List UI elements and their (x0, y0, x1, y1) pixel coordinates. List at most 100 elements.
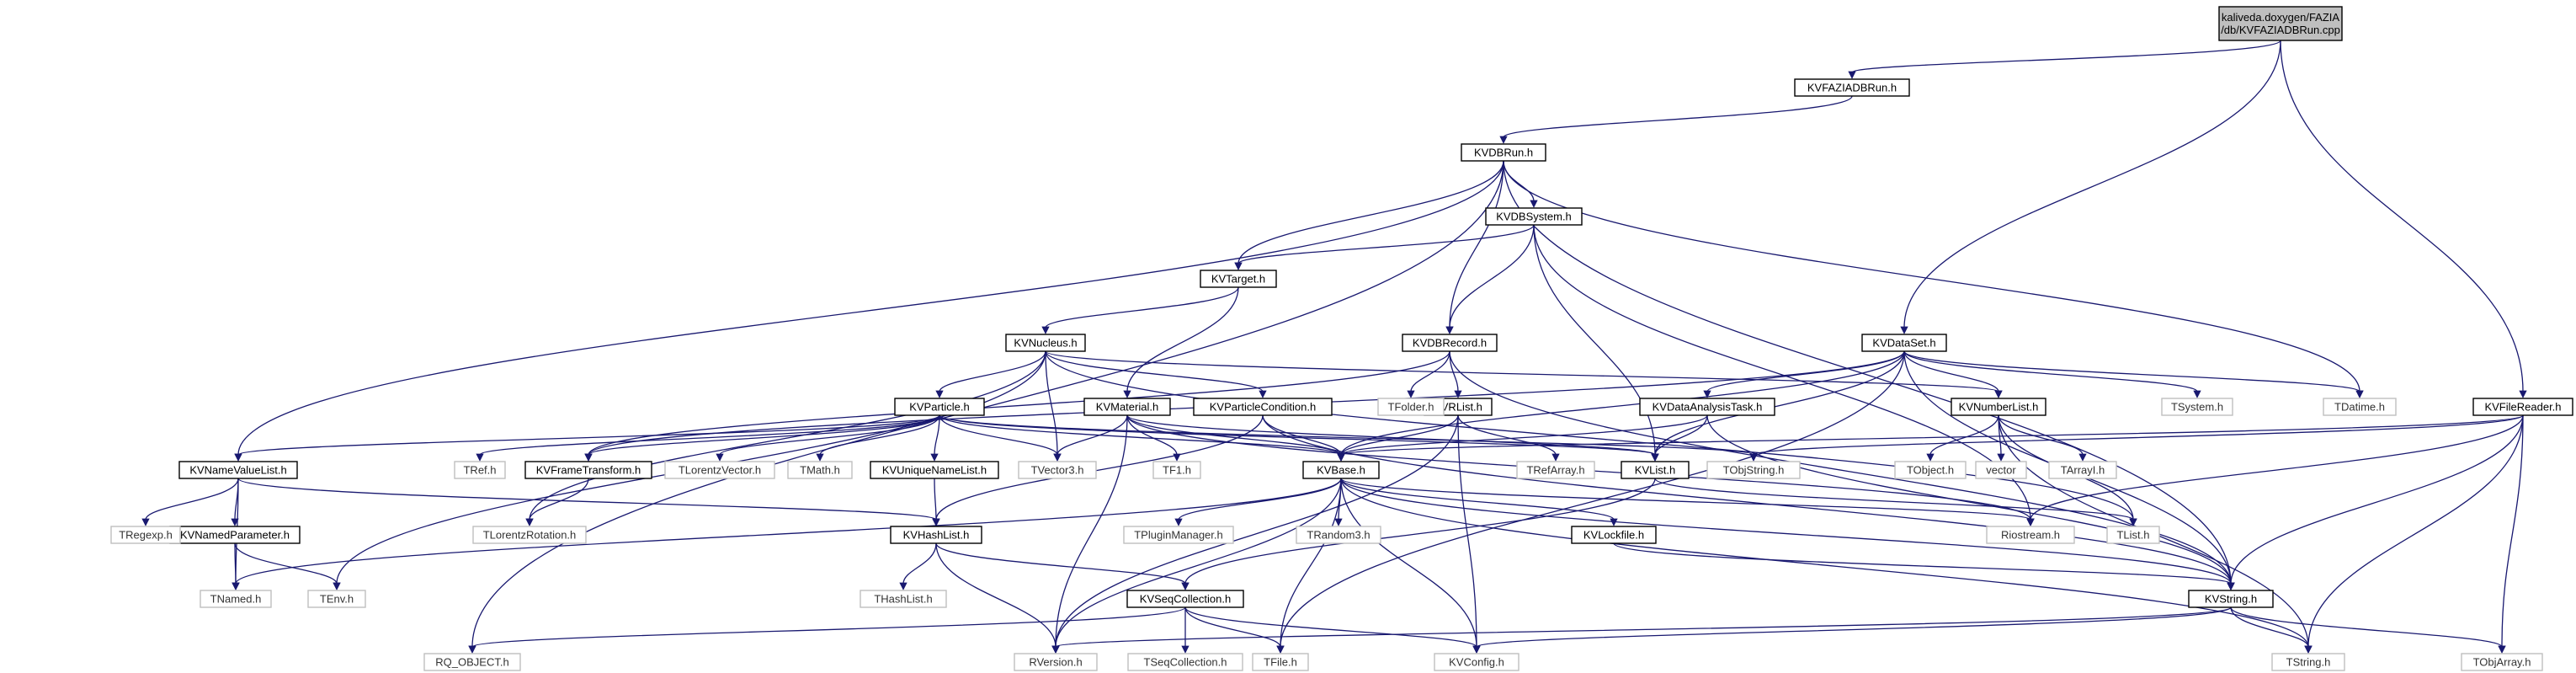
node-label: KVNamedParameter.h (180, 529, 290, 542)
node-kvmaterial-h[interactable]: KVMaterial.h (1083, 398, 1171, 416)
node-tstring-h: TString.h (2271, 653, 2345, 671)
node-kvstring-h[interactable]: KVString.h (2188, 590, 2274, 608)
node-tlorentzrotation-h: TLorentzRotation.h (472, 526, 587, 544)
edge-kvnamevaluelist_h-to-kvhashlist_h (237, 478, 940, 526)
edge-kvfilereader_h-to-kvstring_h (2227, 414, 2524, 590)
edge-kvdbrun_h-to-rq_object_h (468, 160, 1504, 654)
node-label: KVDBRecord.h (1413, 337, 1487, 350)
node-kvnucleus-h[interactable]: KVNucleus.h (1005, 334, 1086, 352)
node-kvseqcollection-h[interactable]: KVSeqCollection.h (1126, 590, 1244, 608)
edge-kvstring_h-to-rversion_h (1051, 606, 2232, 654)
node-trefarray-h: TRefArray.h (1516, 461, 1595, 479)
edge-kvbase_h-to-tpluginmanager_h (1174, 478, 1342, 526)
node-tfolder-h: TFolder.h (1377, 398, 1445, 416)
node-tref-h: TRef.h (454, 461, 506, 479)
edge-kvdataset_h-to-kvnumberlist_h (1903, 350, 2003, 398)
node-label: TSeqCollection.h (1144, 656, 1227, 669)
node-kvhashlist-h[interactable]: KVHashList.h (890, 526, 982, 544)
node-label: KVSeqCollection.h (1140, 593, 1231, 606)
edge-kvnamedparameter_h-to-tenv_h (234, 542, 341, 590)
node-label: TArrayI.h (2061, 464, 2105, 477)
edge-root-to-kvfaziadbrun_h (1848, 40, 2281, 79)
node-label: KVConfig.h (1449, 656, 1504, 669)
edge-kvbase_h-to-kvlockfile_h (1340, 478, 1618, 526)
node-label: KVRList.h (1434, 401, 1482, 414)
node-kvframetransform-h[interactable]: KVFrameTransform.h (524, 461, 652, 479)
node-kvnamevaluelist-h[interactable]: KVNameValueList.h (178, 461, 298, 479)
edge-kvmaterial_h-to-tvector3_h (1053, 414, 1128, 462)
node-kvdbrun-h[interactable]: KVDBRun.h (1461, 143, 1546, 162)
edge-kvseqcollection_h-to-kvconfig_h (1184, 606, 1481, 654)
node-tregexp-h: TRegexp.h (110, 526, 181, 544)
edge-kvdataanalysistask_h-to-kvbase_h (1337, 414, 1708, 462)
node-kvbase-h[interactable]: KVBase.h (1302, 461, 1380, 479)
node-rq-object-h: RQ_OBJECT.h (423, 653, 521, 671)
edge-kvnumberlist_h-to-tarrayi_h (1998, 414, 2087, 462)
node-kvfaziadbrun-h[interactable]: KVFAZIADBRun.h (1794, 78, 1910, 97)
node-kvparticlecondition-h[interactable]: KVParticleCondition.h (1193, 398, 1333, 416)
node-tsystem-h: TSystem.h (2161, 398, 2233, 416)
node-label: KVUniqueNameList.h (882, 464, 987, 477)
node-label: KVList.h (1635, 464, 1675, 477)
edge-kvbase_h-to-tfile_h (1276, 478, 1342, 654)
node-label: TNamed.h (210, 593, 262, 606)
node-kvdbrecord-h[interactable]: KVDBRecord.h (1402, 334, 1498, 352)
edge-kvseqcollection_h-to-tseqcollection_h (1181, 606, 1190, 654)
edge-kvrlist_h-to-rversion_h (1051, 414, 1459, 654)
node-kvnamedparameter-h[interactable]: KVNamedParameter.h (169, 526, 301, 544)
node-kvlockfile-h[interactable]: KVLockfile.h (1571, 526, 1657, 544)
edge-kvparticle_h-to-kvframetransform_h (584, 414, 940, 462)
node-kvdataset-h[interactable]: KVDataSet.h (1861, 334, 1947, 352)
edge-kvseqcollection_h-to-tfile_h (1184, 606, 1285, 654)
node-label: KVNumberList.h (1959, 401, 2039, 414)
node-kvfilereader-h[interactable]: KVFileReader.h (2472, 398, 2573, 416)
node-label: TVector3.h (1031, 464, 1084, 477)
node-label: TPluginManager.h (1134, 529, 1223, 542)
edge-kvnamevaluelist_h-to-tregexp_h (141, 478, 239, 526)
node-thashlist-h: THashList.h (860, 590, 947, 608)
node-riostream-h: Riostream.h (1986, 526, 2075, 544)
node-label: TSystem.h (2171, 401, 2223, 414)
node-label: TRandom3.h (1307, 529, 1370, 542)
node-kvtarget-h[interactable]: KVTarget.h (1200, 270, 1277, 288)
node-label: TRegexp.h (119, 529, 173, 542)
node-label: TMath.h (800, 464, 840, 477)
edge-kvhashlist_h-to-thashlist_h (899, 542, 937, 590)
node-kvdataanalysistask-h[interactable]: KVDataAnalysisTask.h (1639, 398, 1775, 416)
node-label: RVersion.h (1029, 656, 1082, 669)
edge-kvbase_h-to-tstring_h (1340, 478, 2313, 654)
node-tfile-h: TFile.h (1252, 653, 1309, 671)
edge-kvnucleus_h-to-tlorentzrotation_h (525, 350, 1046, 526)
node-label: kaliveda.doxygen/FAZIA (2222, 11, 2340, 24)
edge-kvdbrun_h-to-kvdbsystem_h (1503, 160, 1538, 208)
edge-kvnamedparameter_h-to-tnamed_h (232, 542, 240, 590)
edge-kvfilereader_h-to-tobjstring_h (1749, 414, 2524, 462)
node-kvparticle-h[interactable]: KVParticle.h (894, 398, 985, 416)
edge-kvhashlist_h-to-kvseqcollection_h (935, 542, 1190, 590)
edge-layer (141, 40, 2527, 654)
node-label: vector (1986, 464, 2016, 477)
edge-kvfaziadbrun_h-to-kvdbrun_h (1499, 95, 1853, 144)
node-label: Riostream.h (2001, 529, 2060, 542)
edge-kvdbsystem_h-to-kvtarget_h (1234, 224, 1535, 270)
edge-kvdataset_h-to-kvdataanalysistask_h (1703, 350, 1905, 398)
node-kvlist-h[interactable]: KVList.h (1621, 461, 1690, 479)
node-label: TObject.h (1907, 464, 1954, 477)
node-kvnumberlist-h[interactable]: KVNumberList.h (1951, 398, 2046, 416)
edge-kvdbsystem_h-to-kvdbrecord_h (1445, 224, 1535, 334)
node-root[interactable]: kaliveda.doxygen/FAZIA/db/KVFAZIADBRun.c… (2218, 6, 2343, 41)
node-label: TFile.h (1264, 656, 1297, 669)
edge-kvparticlecondition_h-to-kvbase_h (1262, 414, 1345, 462)
edge-kvtarget_h-to-kvnucleus_h (1041, 286, 1239, 334)
edge-kvstring_h-to-tstring_h (2230, 606, 2313, 654)
edge-kvstring_h-to-kvconfig_h (1472, 606, 2232, 654)
node-kvuniquenamelist-h[interactable]: KVUniqueNameList.h (870, 461, 999, 479)
node-tmath-h: TMath.h (787, 461, 853, 479)
edge-kvnucleus_h-to-kvparticlecondition_h (1045, 350, 1267, 398)
edge-kvstring_h-to-tobjarray_h (2230, 606, 2506, 654)
node-tobject-h: TObject.h (1894, 461, 1967, 479)
node-label: KVFAZIADBRun.h (1807, 82, 1897, 94)
node-kvdbsystem-h[interactable]: KVDBSystem.h (1485, 207, 1583, 226)
node-tenv-h: TEnv.h (307, 590, 366, 608)
